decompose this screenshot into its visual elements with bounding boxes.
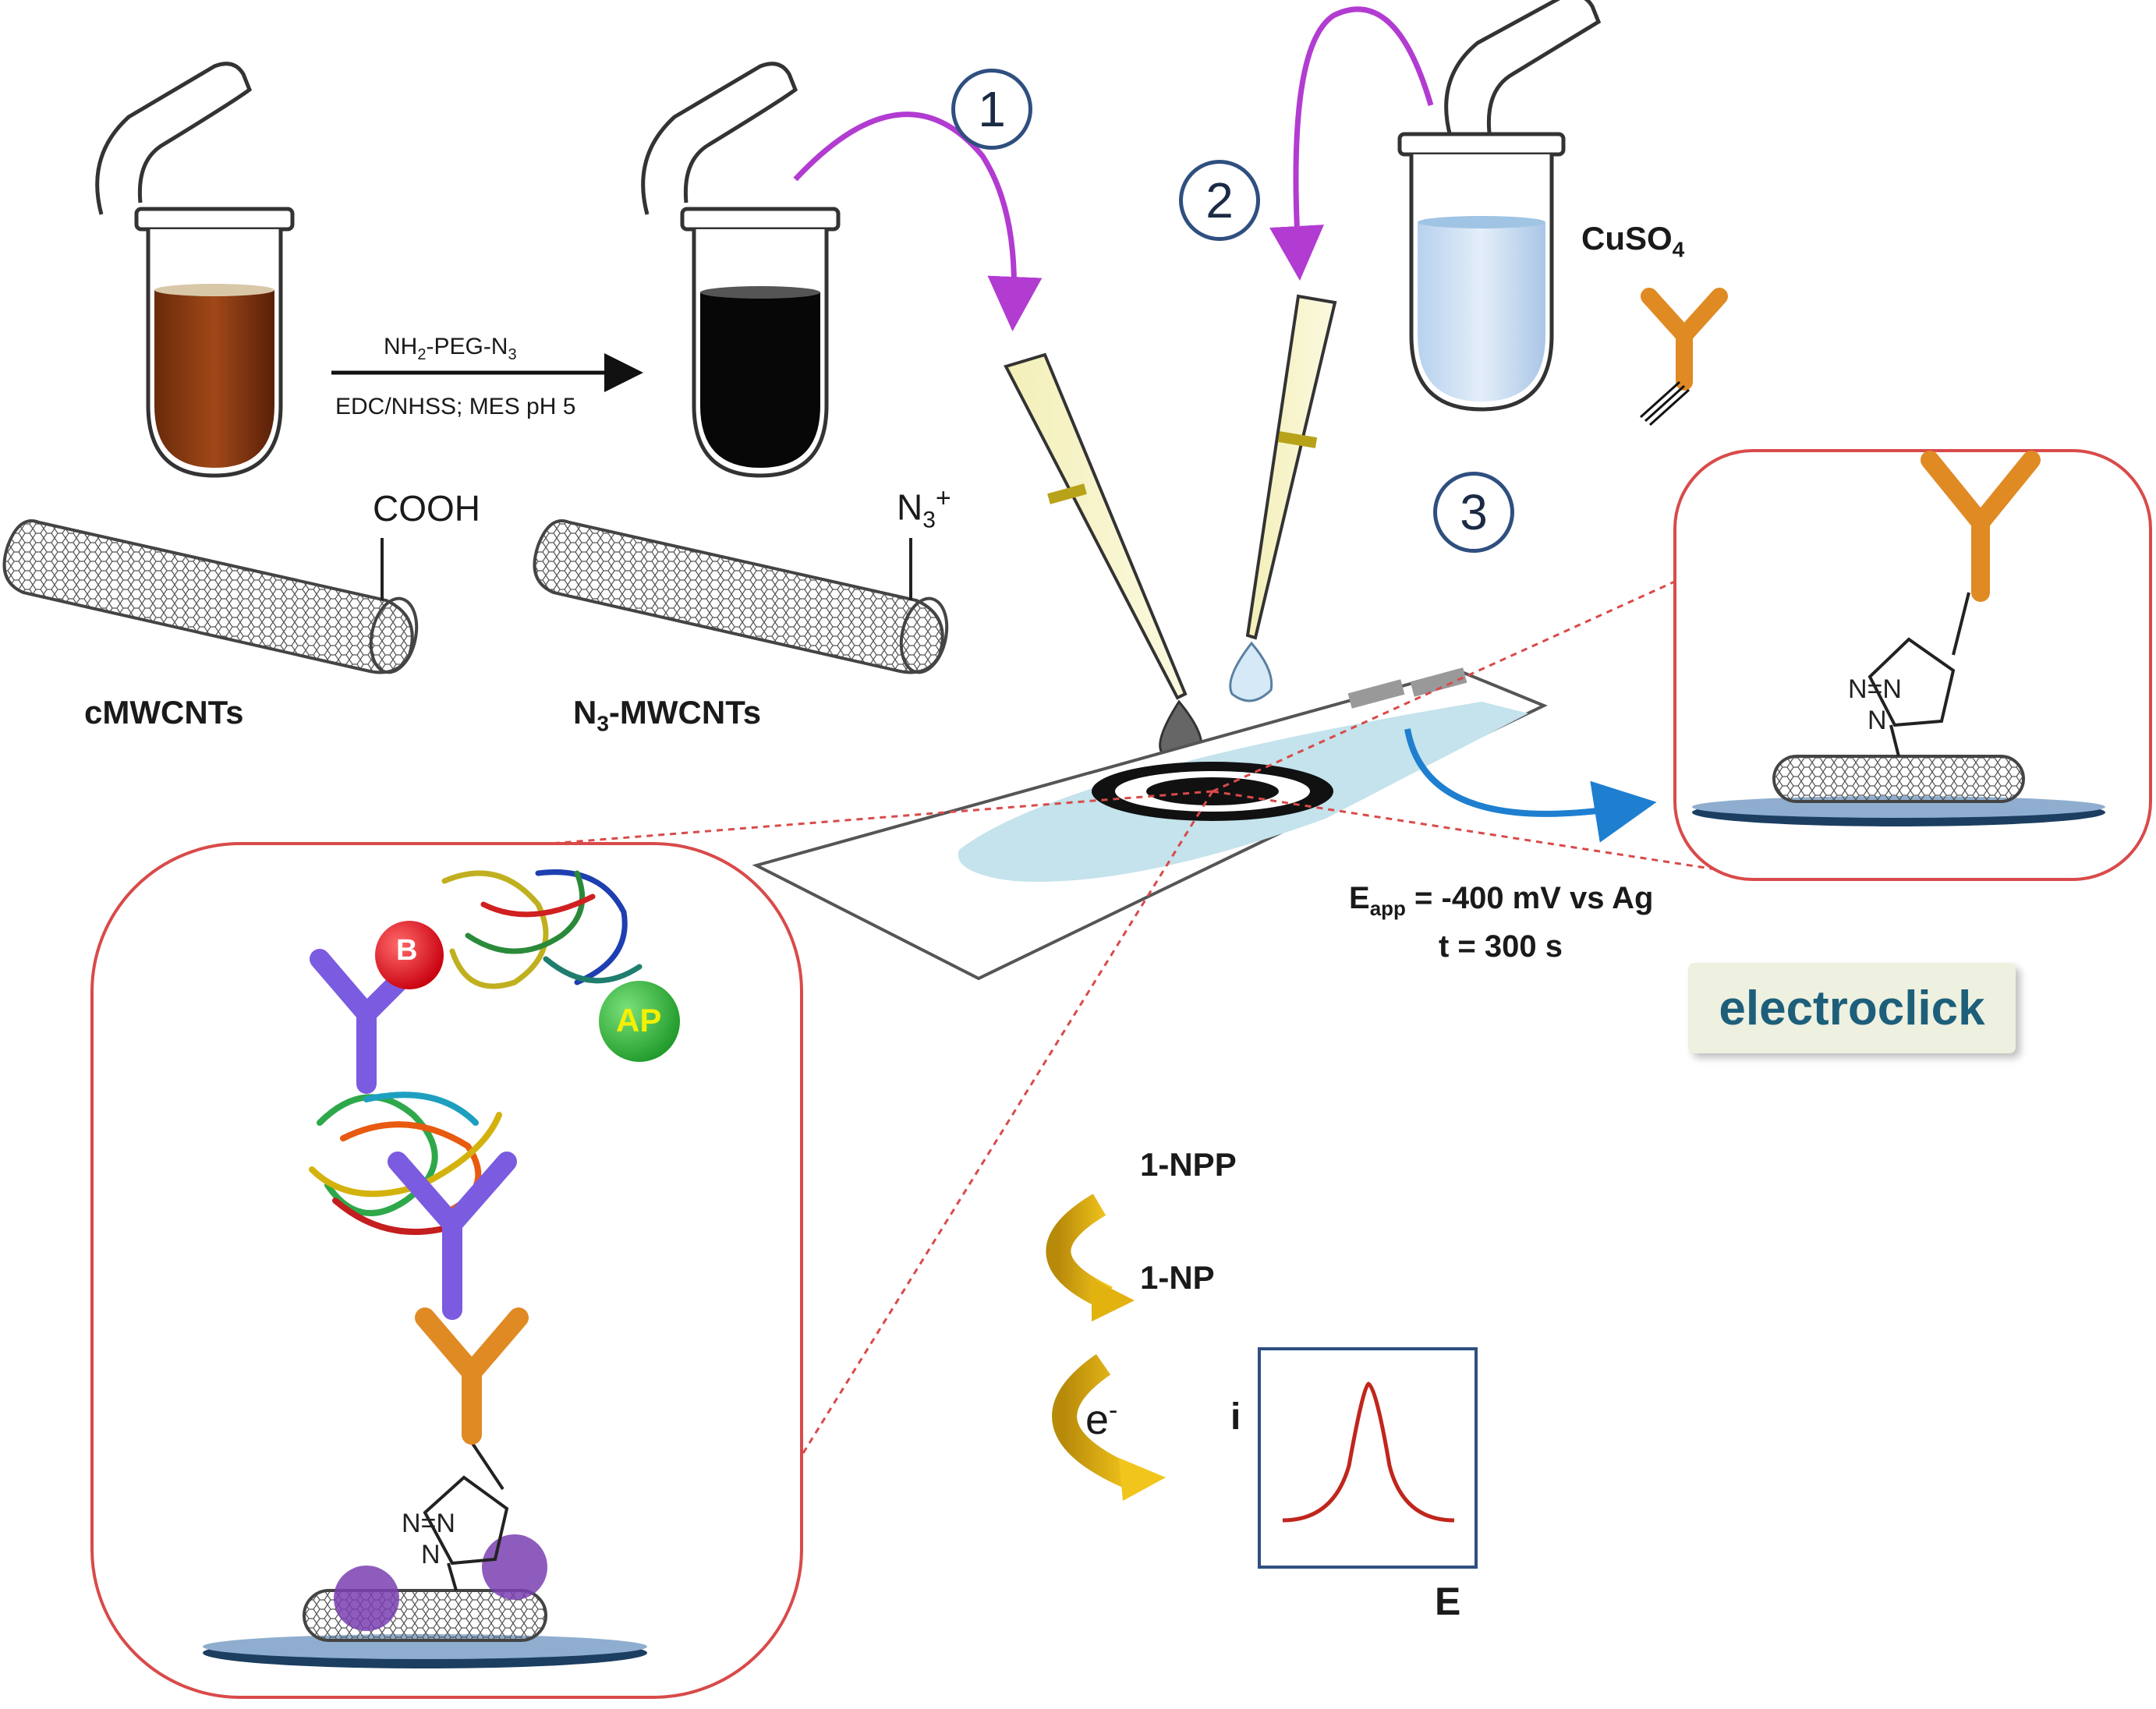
cuso4-sub: 4 <box>1672 237 1685 262</box>
svg-text:N: N <box>421 1540 441 1569</box>
transfer-arrow-1 <box>793 111 1043 331</box>
n3-sup: + <box>935 483 951 513</box>
eapp-e: E <box>1349 881 1370 915</box>
alkyne-antibody <box>1639 288 1728 426</box>
zoom-frame-left: N=N N <box>90 842 803 1699</box>
n3mwcnts-label: N3-MWCNTs <box>573 694 761 736</box>
npp-label: 1-NPP <box>1140 1146 1237 1183</box>
cuso4-text: CuSO <box>1581 220 1673 257</box>
electron-label: e- <box>1085 1396 1117 1444</box>
svg-text:N=N: N=N <box>402 1509 455 1538</box>
step-1-badge: 1 <box>951 69 1032 150</box>
n3-label: N3+ <box>897 483 951 534</box>
svg-text:N: N <box>1867 706 1887 735</box>
zoom-lines <box>549 560 1720 1467</box>
reagent-label-top: NH2-PEG-N3 <box>384 334 517 364</box>
reagent-peg: -PEG-N <box>426 334 508 359</box>
reagent-peg-sub: 3 <box>508 346 517 363</box>
step-3-badge: 3 <box>1433 472 1514 553</box>
cuso4-label: CuSO4 <box>1581 220 1684 262</box>
n3-sub: 3 <box>922 507 936 533</box>
electron-sup: - <box>1109 1396 1118 1425</box>
nanotube-n3 <box>533 519 949 674</box>
electroclick-arrow <box>1404 728 1657 843</box>
step-2-badge: 2 <box>1179 160 1260 241</box>
gold-arrow-1 <box>1046 1194 1113 1310</box>
reagent-nh-sub: 2 <box>417 346 427 363</box>
pipette-1 <box>1004 352 1203 761</box>
np-label: 1-NP <box>1140 1259 1215 1296</box>
electroclick-badge: electroclick <box>1688 963 2016 1053</box>
electrode-strip <box>752 667 1548 981</box>
cooh-label: COOH <box>373 488 480 529</box>
eapp-sub: app <box>1369 897 1406 920</box>
n3mwcnts-n: N <box>573 694 597 731</box>
tube-n3mwcnt <box>641 62 841 478</box>
reagent-nh: NH <box>384 334 418 359</box>
eapp-value: = -400 mV vs Ag <box>1405 881 1654 915</box>
nanotube-cooh <box>2 519 419 674</box>
tube-cmwcnt <box>95 62 295 478</box>
n3mwcnts-sub: 3 <box>597 711 609 736</box>
axis-i-label: i <box>1230 1396 1241 1438</box>
tube-cuso4 <box>1397 0 1602 412</box>
n3-letter: N <box>897 487 923 528</box>
voltammogram <box>1258 1347 1478 1569</box>
cmwcnts-label: cMWCNTs <box>84 694 244 731</box>
electron-e: e <box>1085 1396 1110 1443</box>
eapp-label: Eapp = -400 mV vs Ag <box>1349 881 1653 921</box>
pipette-2 <box>1229 294 1337 702</box>
gold-arrow-2 <box>1052 1353 1136 1489</box>
n3mwcnts-rest: -MWCNTs <box>608 694 762 731</box>
biotin-label: B <box>396 934 418 967</box>
svg-text:N=N: N=N <box>1848 674 1902 704</box>
zoom-frame-right: N=N N <box>1673 449 2152 881</box>
time-label: t = 300 s <box>1439 929 1563 964</box>
reagent-label-bottom: EDC/NHSS; MES pH 5 <box>335 394 576 419</box>
transfer-arrow-2 <box>1269 6 1434 281</box>
axis-e-label: E <box>1435 1580 1461 1623</box>
ap-label: AP <box>616 1002 662 1038</box>
